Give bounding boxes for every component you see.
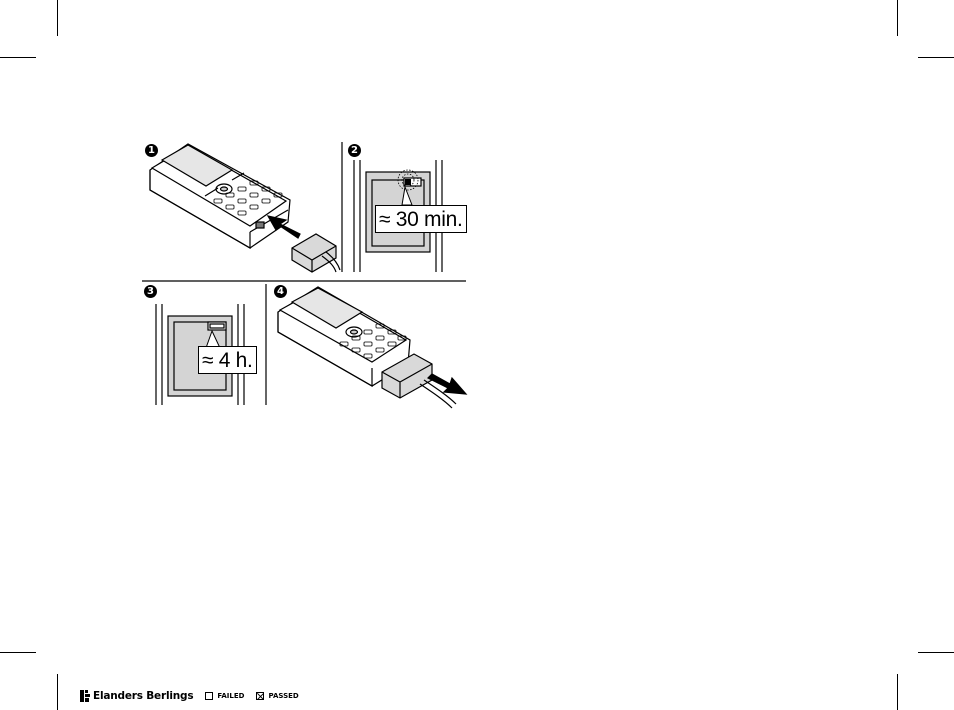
- phone-1-illustration: [150, 144, 340, 272]
- failed-label: FAILED: [217, 692, 244, 700]
- print-footer: Elanders Berlings FAILED PASSED: [80, 689, 299, 703]
- brand-name: Elanders Berlings: [93, 690, 193, 702]
- phone-4-illustration: [278, 287, 466, 408]
- failed-checkbox: [205, 692, 213, 700]
- step-number: 1: [145, 144, 158, 157]
- step-number: 2: [348, 144, 361, 157]
- passed-checkbox: [256, 692, 264, 700]
- charging-time-callout: ≈ 30 min.: [375, 205, 467, 233]
- step-number: 3: [144, 285, 157, 298]
- elanders-logo-icon: [80, 690, 90, 702]
- charging-time-callout: ≈ 4 h.: [198, 346, 257, 374]
- passed-label: PASSED: [268, 692, 298, 700]
- step-number: 4: [274, 285, 287, 298]
